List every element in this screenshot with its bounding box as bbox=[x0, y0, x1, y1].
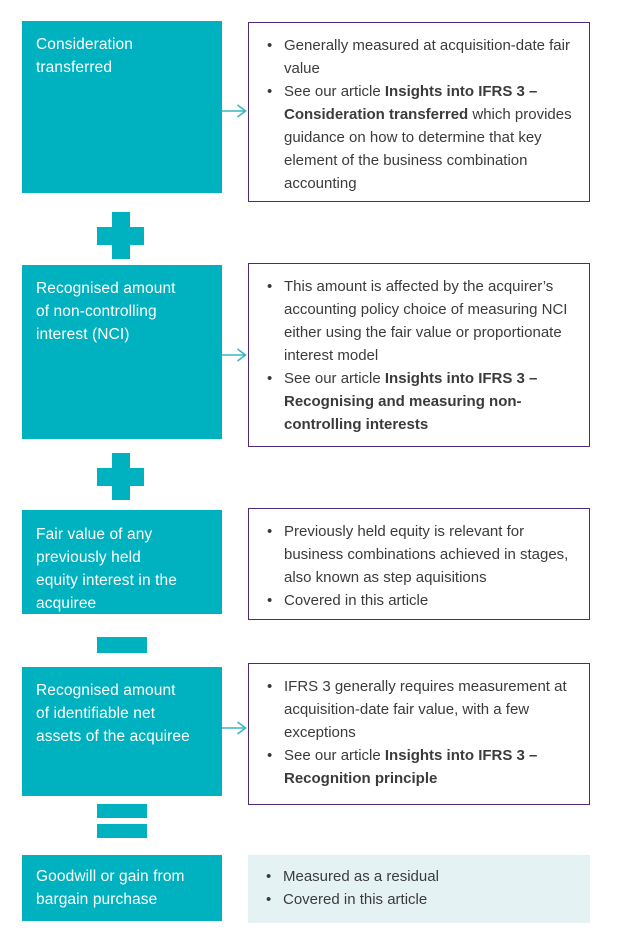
term-box-previously-held-equity: Fair value of any previously held equity… bbox=[22, 510, 222, 614]
arrow-right-icon bbox=[222, 721, 247, 735]
bullet-text: which provides guidance on how to determ… bbox=[284, 106, 572, 192]
bullet-item: Previously held equity is relevant for b… bbox=[263, 520, 579, 589]
detail-box-consideration-transferred: Generally measured at acquisition-date f… bbox=[248, 22, 590, 202]
plus-operator-icon bbox=[97, 453, 144, 500]
bullet-list: Measured as a residual Covered in this a… bbox=[262, 865, 580, 911]
bullet-text: Previously held equity is relevant for b… bbox=[284, 523, 569, 586]
bullet-list: Previously held equity is relevant for b… bbox=[263, 520, 579, 612]
term-box-identifiable-net-assets: Recognised amount of identifiable net as… bbox=[22, 667, 222, 796]
bullet-item: Covered in this article bbox=[263, 589, 579, 612]
bullet-item: Covered in this article bbox=[262, 888, 580, 911]
bullet-item: See our article Insights into IFRS 3 – C… bbox=[263, 80, 579, 195]
bullet-item: Generally measured at acquisition-date f… bbox=[263, 34, 579, 80]
bullet-text: Covered in this article bbox=[283, 891, 428, 908]
article-title-text: Insights into IFRS 3 – Recognising and m… bbox=[284, 370, 538, 433]
article-title-text: Insights into IFRS 3 – Recognition princ… bbox=[284, 747, 538, 787]
minus-operator-icon bbox=[97, 637, 147, 653]
bullet-list: Generally measured at acquisition-date f… bbox=[263, 34, 579, 195]
bullet-list: IFRS 3 generally requires measurement at… bbox=[263, 675, 579, 790]
term-box-nci: Recognised amount of non-controlling int… bbox=[22, 265, 222, 439]
bullet-text: See our article bbox=[284, 83, 385, 100]
bullet-item: See our article Insights into IFRS 3 – R… bbox=[263, 744, 579, 790]
bullet-text: See our article bbox=[284, 747, 385, 764]
detail-box-goodwill: Measured as a residual Covered in this a… bbox=[248, 855, 590, 923]
bullet-text: Covered in this article bbox=[284, 592, 429, 609]
term-box-goodwill: Goodwill or gain from bargain purchase bbox=[22, 855, 222, 921]
arrow-right-icon bbox=[222, 348, 247, 362]
bullet-text: Measured as a residual bbox=[283, 868, 439, 885]
bullet-text: See our article bbox=[284, 370, 385, 387]
equals-operator-icon bbox=[97, 804, 147, 838]
bullet-list: This amount is affected by the acquirer’… bbox=[263, 275, 579, 436]
detail-box-previously-held-equity: Previously held equity is relevant for b… bbox=[248, 508, 590, 620]
bullet-item: Measured as a residual bbox=[262, 865, 580, 888]
article-title-text: Insights into IFRS 3 – Consideration tra… bbox=[284, 83, 538, 123]
detail-box-identifiable-net-assets: IFRS 3 generally requires measurement at… bbox=[248, 663, 590, 805]
bullet-item: IFRS 3 generally requires measurement at… bbox=[263, 675, 579, 744]
bullet-item: This amount is affected by the acquirer’… bbox=[263, 275, 579, 367]
bullet-text: Generally measured at acquisition-date f… bbox=[284, 37, 570, 77]
detail-box-nci: This amount is affected by the acquirer’… bbox=[248, 263, 590, 447]
plus-operator-icon bbox=[97, 212, 144, 259]
term-box-consideration-transferred: Consideration transferred bbox=[22, 21, 222, 193]
bullet-text: This amount is affected by the acquirer’… bbox=[284, 278, 568, 364]
arrow-right-icon bbox=[222, 104, 247, 118]
bullet-item: See our article Insights into IFRS 3 – R… bbox=[263, 367, 579, 436]
bullet-text: IFRS 3 generally requires measurement at… bbox=[284, 678, 567, 741]
